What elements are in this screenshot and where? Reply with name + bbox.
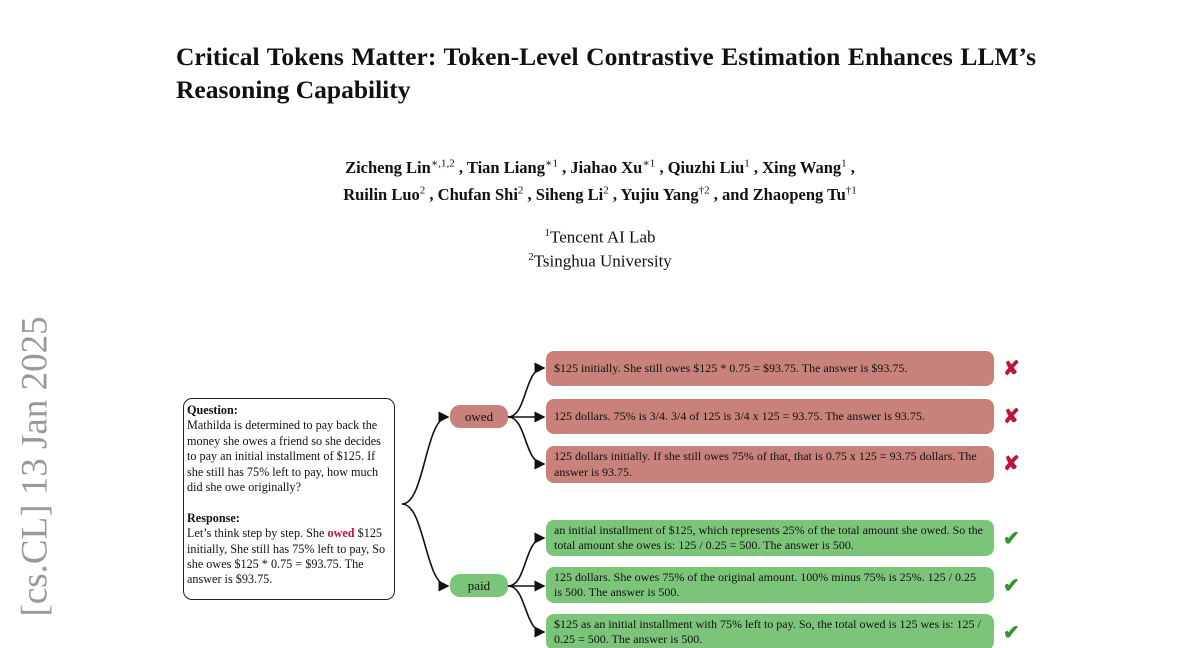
author: Chufan Shi2 <box>437 184 524 204</box>
arrow <box>401 411 450 505</box>
cross-icon: ✘ <box>1003 358 1020 380</box>
author: Yujiu Yang†2 <box>620 184 710 204</box>
author: Ruilin Luo2 <box>343 184 426 204</box>
completion-correct: $125 as an initial installment with 75% … <box>546 614 994 648</box>
critical-token: owed <box>327 526 355 541</box>
check-icon: ✔ <box>1003 575 1020 597</box>
token-owed: owed <box>450 405 508 428</box>
paper-title: Critical Tokens Matter: Token-Level Cont… <box>176 42 1036 104</box>
authors-line-1: Zicheng Lin∗,1,2 , Tian Liang∗1 , Jiahao… <box>345 157 855 177</box>
check-icon: ✔ <box>1003 622 1020 644</box>
author: Xing Wang1 <box>762 157 847 177</box>
arrow <box>507 532 546 587</box>
arrow <box>507 416 546 470</box>
arrow <box>507 585 546 638</box>
question-label: Question: <box>187 403 238 417</box>
author: Siheng Li2 <box>535 184 609 204</box>
completion-correct: 125 dollars. She owes 75% of the origina… <box>546 567 994 603</box>
check-icon: ✔ <box>1003 528 1020 550</box>
completion-correct: an initial installment of $125, which re… <box>546 520 994 556</box>
arrow <box>507 362 546 418</box>
completion-incorrect: 125 dollars initially. If she still owes… <box>546 446 994 483</box>
question-text: Mathilda is determined to pay back the m… <box>187 418 381 495</box>
affiliation: 1Tencent AI Lab <box>544 227 656 247</box>
cross-icon: ✘ <box>1003 406 1020 428</box>
completion-incorrect: $125 initially. She still owes $125 * 0.… <box>546 351 994 386</box>
token-paid: paid <box>450 574 508 597</box>
affiliation: 2Tsinghua University <box>528 251 672 271</box>
cross-icon: ✘ <box>1003 453 1020 475</box>
response-label: Response: <box>187 510 240 525</box>
arrow <box>401 503 450 592</box>
response-text-before: Let’s think step by step. She <box>187 526 328 541</box>
question-response-box: Question: Mathilda is determined to pay … <box>183 398 395 600</box>
author: Jiahao Xu∗1 <box>570 157 656 177</box>
author: and Zhaopeng Tu†1 <box>721 184 857 204</box>
response-text-after: $125 initially, She still has 75% left t… <box>187 526 386 587</box>
author: Zicheng Lin∗,1,2 <box>345 157 455 177</box>
author: Tian Liang∗1 <box>466 157 558 177</box>
authors-line-2: Ruilin Luo2 , Chufan Shi2 , Siheng Li2 ,… <box>343 184 857 204</box>
author: Qiuzhi Liu1 <box>667 157 750 177</box>
completion-incorrect: 125 dollars. 75% is 3/4. 3/4 of 125 is 3… <box>546 399 994 434</box>
